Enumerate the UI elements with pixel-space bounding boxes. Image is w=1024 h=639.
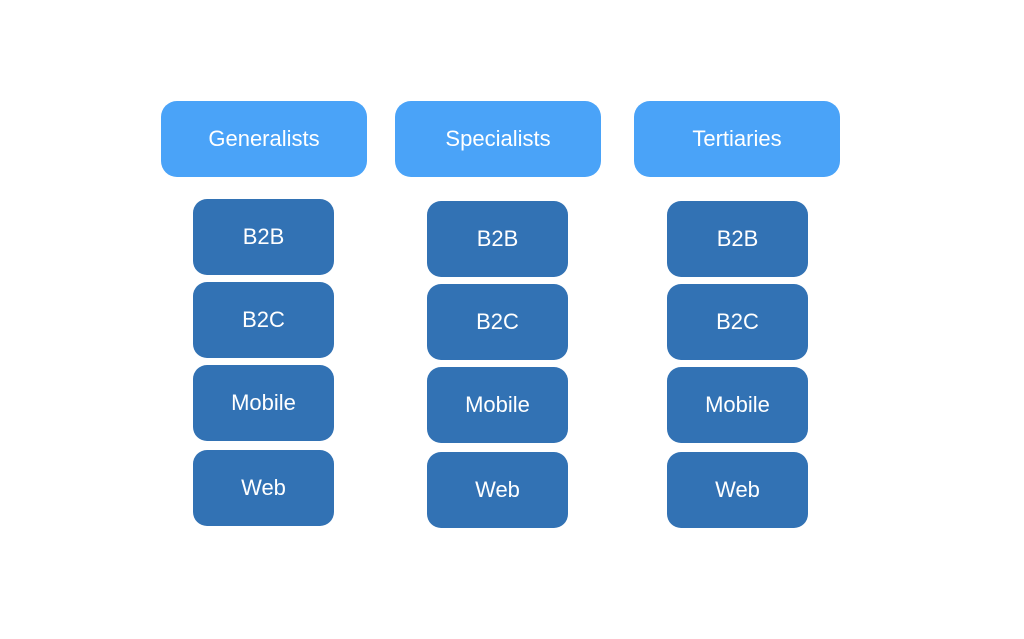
generalists-item-web: Web [193, 450, 334, 526]
generalists-item-b2c: B2C [193, 282, 334, 358]
specialists-item-b2c: B2C [427, 284, 568, 360]
tertiaries-item-mobile: Mobile [667, 367, 808, 443]
column-header-specialists: Specialists [395, 101, 601, 177]
tertiaries-item-b2b: B2B [667, 201, 808, 277]
tertiaries-item-web: Web [667, 452, 808, 528]
specialists-item-mobile: Mobile [427, 367, 568, 443]
generalists-item-mobile: Mobile [193, 365, 334, 441]
column-header-generalists: Generalists [161, 101, 367, 177]
specialists-item-b2b: B2B [427, 201, 568, 277]
specialists-item-web: Web [427, 452, 568, 528]
tertiaries-item-b2c: B2C [667, 284, 808, 360]
column-header-tertiaries: Tertiaries [634, 101, 840, 177]
generalists-item-b2b: B2B [193, 199, 334, 275]
